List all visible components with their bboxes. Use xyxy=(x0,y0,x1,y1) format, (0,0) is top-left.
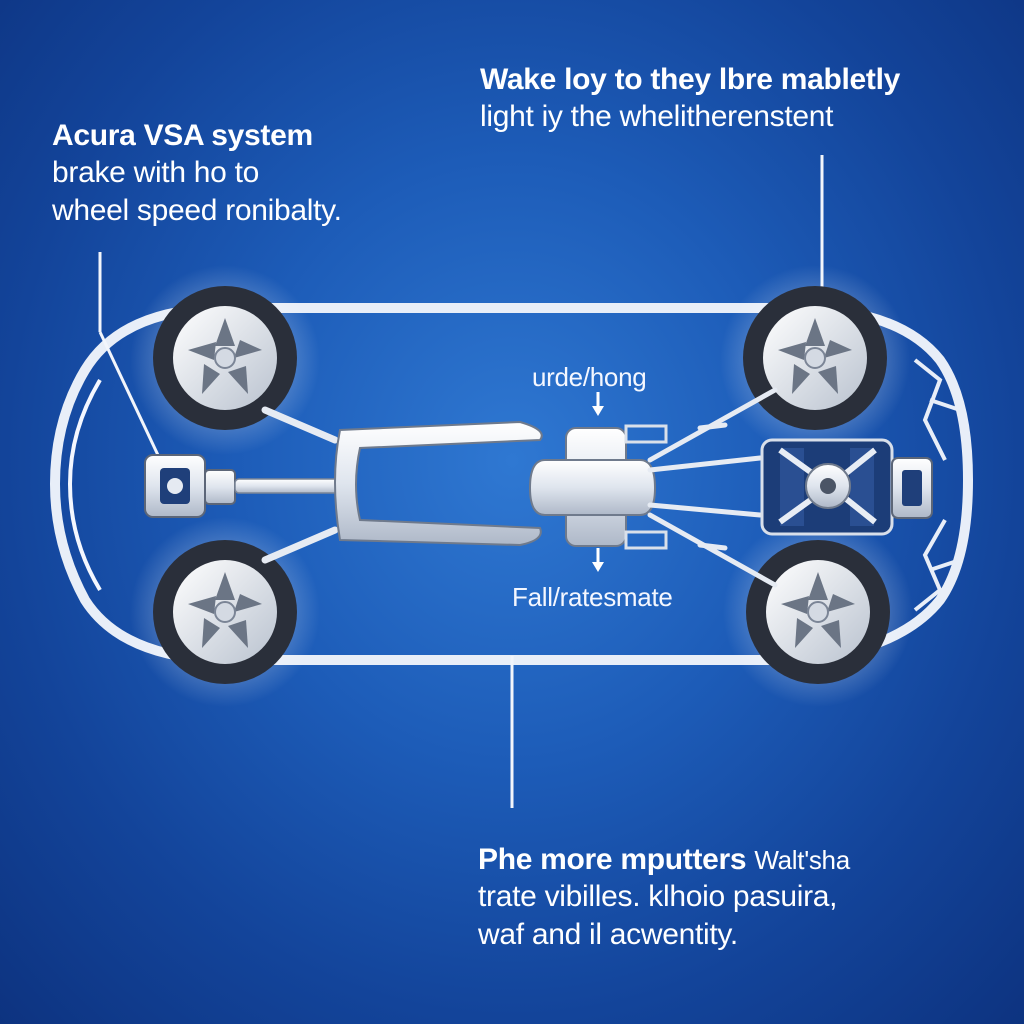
wheel-front-right xyxy=(720,265,910,455)
rear-bracing xyxy=(913,358,961,612)
callout-title: Phe more mputters xyxy=(478,843,747,876)
callout-title: Acura VSA system xyxy=(52,119,313,152)
wheel-rear-right xyxy=(723,517,913,707)
callout-line: brake with ho to xyxy=(52,156,259,189)
callout-line: trate vibilles. klhoio pasuira, xyxy=(478,880,838,913)
callout-top-right: Wake loy to they lbre mabletly light iy … xyxy=(480,62,920,136)
diagram-label-upper: urde/hong xyxy=(532,362,647,392)
callout-title-suffix: Walt'sha xyxy=(754,845,850,875)
callout-line: light iy the whelitherenstent xyxy=(480,100,834,133)
wheel-front-left xyxy=(130,265,320,455)
right-linkages xyxy=(647,387,778,588)
diagram-label-lower: Fall/ratesmate xyxy=(512,582,673,612)
callout-line: wheel speed ronibalty. xyxy=(52,194,342,227)
vsa-modulator-unit xyxy=(760,438,933,536)
wheel-rear-left xyxy=(130,517,320,707)
callout-line: waf and il acwentity. xyxy=(478,918,738,951)
center-frame xyxy=(334,420,543,547)
callout-top-left: Acura VSA system brake with ho to wheel … xyxy=(52,118,392,230)
left-suspension xyxy=(261,406,339,564)
center-differential xyxy=(528,424,668,550)
left-brake-module xyxy=(144,454,356,518)
callout-bottom: Phe more mputters Walt'sha trate vibille… xyxy=(478,842,918,954)
callout-title: Wake loy to they lbre mabletly xyxy=(480,63,901,96)
flow-arrows xyxy=(592,392,604,572)
